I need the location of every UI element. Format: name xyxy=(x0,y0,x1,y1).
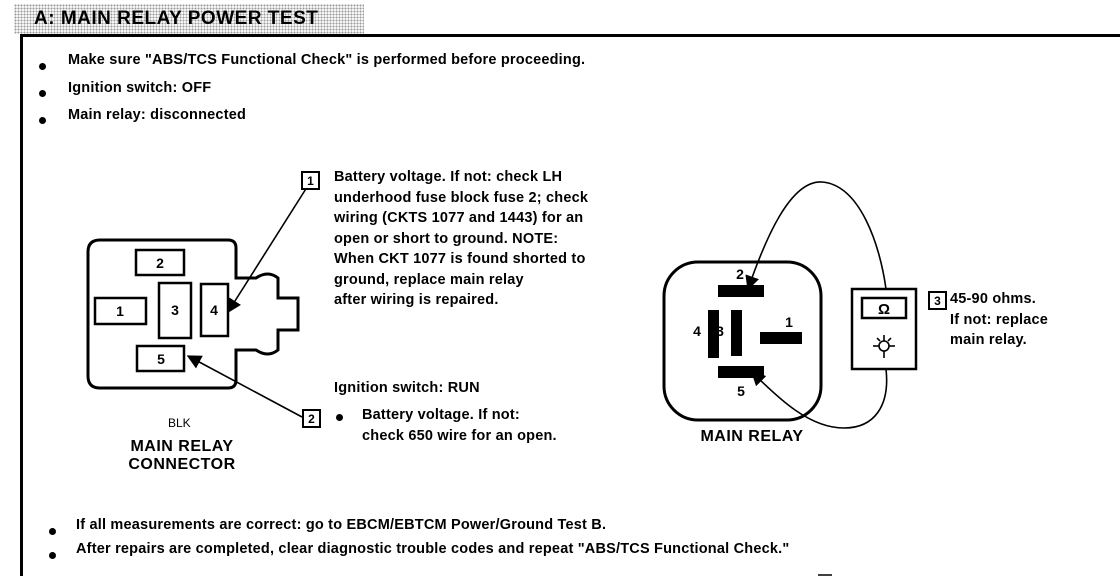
ohmmeter-display xyxy=(860,296,908,320)
step-3-line: If not: replace xyxy=(950,311,1049,328)
step-1-line: When CKT 1077 is found shorted to xyxy=(334,251,586,267)
relay-name: MAIN RELAY xyxy=(700,428,804,445)
relay-terminal-1-label: 1 xyxy=(785,314,793,330)
frame-top-rule xyxy=(20,34,1120,37)
intro-bullet-relay-disconnected: Main relay: disconnected xyxy=(68,107,247,123)
page-title: A: MAIN RELAY POWER TEST xyxy=(34,8,319,29)
relay-blade-3 xyxy=(731,310,742,356)
connector-terminal-1 xyxy=(93,296,148,326)
connector-name-line: MAIN RELAY xyxy=(130,438,234,455)
meter-lead-top xyxy=(745,181,887,291)
step-2-line: Battery voltage. If not: xyxy=(362,407,520,423)
relay-blade-2 xyxy=(718,285,764,297)
step-2-line: check 650 wire for an open. xyxy=(362,427,557,444)
footer-bullet-after-repairs: After repairs are completed, clear diagn… xyxy=(76,541,790,557)
connector-name: MAIN RELAY CONNECTOR xyxy=(100,438,264,474)
intro-bullet-ignition-off: Ignition switch: OFF xyxy=(68,80,212,96)
relay-body xyxy=(662,260,823,422)
bullet-dot xyxy=(49,552,56,559)
step-1-line: Battery voltage. If not: check LH xyxy=(334,169,563,185)
step-1-line: wiring (CKTS 1077 and 1443) for an xyxy=(334,210,584,226)
relay-terminal-4-label: 4 xyxy=(693,323,701,339)
step-1-line: ground, replace main relay xyxy=(334,271,524,288)
connector-terminal-3 xyxy=(157,281,193,340)
leader-step2 xyxy=(186,355,303,418)
step-2-number-box: 2 xyxy=(302,409,321,428)
connector-terminal-5 xyxy=(135,344,186,373)
relay-terminal-5-label: 5 xyxy=(737,383,745,399)
ohmmeter-symbol: Ω xyxy=(878,301,890,318)
step-1-line: open or short to ground. NOTE: xyxy=(334,230,559,247)
bullet-dot xyxy=(39,90,46,97)
relay-blade-1 xyxy=(760,332,802,344)
step-2-heading: Ignition switch: RUN xyxy=(334,380,480,396)
relay-terminal-2-label: 2 xyxy=(736,266,744,282)
step-3-text: 45-90 ohms. If not: replace main relay. xyxy=(950,289,1048,351)
bullet-dot xyxy=(39,63,46,70)
connector-terminal-4 xyxy=(199,282,230,338)
connector-terminal-5-label: 5 xyxy=(157,351,165,367)
meter-lead-bottom xyxy=(750,368,888,429)
step-1-text: Battery voltage. If not: check LH underh… xyxy=(334,167,588,311)
bullet-dot xyxy=(49,528,56,535)
step-1-line: after wiring is repaired. xyxy=(334,292,499,308)
test-light-icon xyxy=(873,335,895,358)
bullet-dot xyxy=(39,117,46,124)
bullet-dot xyxy=(336,414,343,421)
connector-name-line: CONNECTOR xyxy=(128,456,236,473)
footer-bullet-next-test: If all measurements are correct: go to E… xyxy=(76,517,607,533)
step-3-line: 45-90 ohms. xyxy=(950,291,1037,307)
step-3-line: main relay. xyxy=(950,332,1027,348)
relay-terminal-3-label: 3 xyxy=(716,323,724,339)
connector-terminal-4-label: 4 xyxy=(210,302,218,318)
frame-left-rule xyxy=(20,34,23,576)
step-1-line: underhood fuse block fuse 2; check xyxy=(334,189,589,206)
intro-bullet-functional-check: Make sure "ABS/TCS Functional Check" is … xyxy=(68,52,586,68)
step-2-text: Battery voltage. If not: check 650 wire … xyxy=(362,405,557,446)
connector-terminal-3-label: 3 xyxy=(171,302,179,318)
connector-terminal-1-label: 1 xyxy=(116,303,124,319)
step-1-number-box: 1 xyxy=(301,171,320,190)
relay-blade-4 xyxy=(708,310,719,358)
connector-terminal-2 xyxy=(134,248,186,277)
connector-color-label: BLK xyxy=(168,416,191,430)
title-shading xyxy=(14,4,364,34)
step-3-number-box: 3 xyxy=(928,291,947,310)
leader-step1 xyxy=(227,183,310,314)
connector-terminal-2-label: 2 xyxy=(156,255,164,271)
